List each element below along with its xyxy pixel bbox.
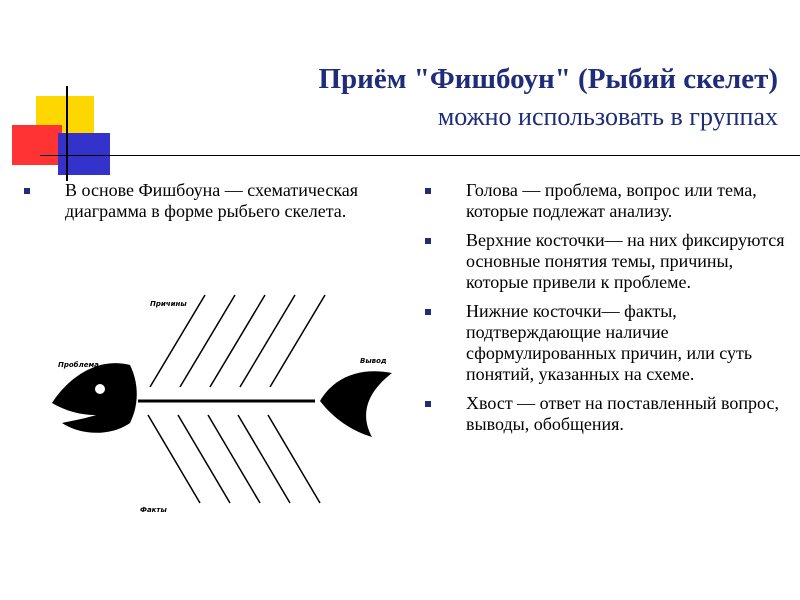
title-line-1: Приём "Фишбоун" (Рыбий скелет) [318, 63, 779, 95]
lower-bones [147, 414, 321, 504]
upper-bones [149, 294, 326, 388]
list-item-text: Хвост — ответ на поставленный вопрос, вы… [466, 393, 779, 434]
list-item: В основе Фишбоуна — схематическая диагра… [20, 180, 380, 222]
fish-eye [95, 384, 105, 394]
fish-head-icon [52, 363, 137, 433]
list-item-text: Нижние косточки— факты, подтверждающие н… [466, 301, 753, 384]
list-item-text: Голова — проблема, вопрос или тема, кото… [466, 180, 757, 221]
square-bullet-icon [425, 188, 431, 194]
left-bullet-list: В основе Фишбоуна — схематическая диагра… [20, 180, 380, 230]
fishbone-diagram: Причины Проблема Вывод Факты [52, 294, 392, 514]
list-item: Голова — проблема, вопрос или тема, кото… [421, 180, 791, 222]
square-bullet-icon [24, 188, 30, 194]
fish-tail-icon [320, 371, 392, 437]
decor-red-square [12, 125, 62, 165]
decor-vertical-line [66, 86, 68, 181]
label-causes: Причины [150, 300, 187, 308]
title-divider-line [40, 155, 800, 156]
square-bullet-icon [425, 401, 431, 407]
list-item: Нижние косточки— факты, подтверждающие н… [421, 301, 791, 385]
list-item-text: В основе Фишбоуна — схематическая диагра… [65, 180, 359, 221]
square-bullet-icon [425, 309, 431, 315]
title-line-2: можно использовать в группах [437, 102, 778, 131]
label-conclusion: Вывод [360, 357, 387, 365]
right-bullet-list: Голова — проблема, вопрос или тема, кото… [421, 180, 791, 443]
label-facts: Факты [140, 506, 167, 514]
label-problem: Проблема [58, 361, 99, 369]
list-item: Верхние косточки— на них фиксируются осн… [421, 230, 791, 293]
list-item-text: Верхние косточки— на них фиксируются осн… [466, 230, 785, 292]
list-item: Хвост — ответ на поставленный вопрос, вы… [421, 393, 791, 435]
square-bullet-icon [425, 238, 431, 244]
slide-title: Приём "Фишбоун" (Рыбий скелет) можно исп… [138, 62, 779, 134]
